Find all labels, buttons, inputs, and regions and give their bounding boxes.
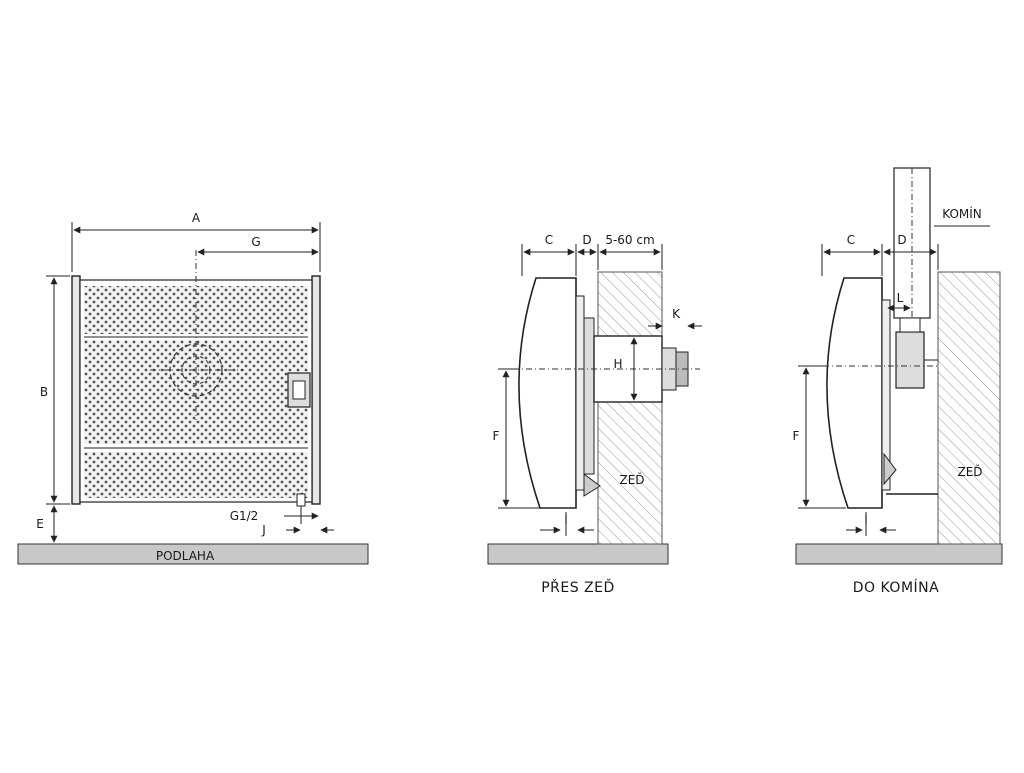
ch-floor-strip xyxy=(795,543,1003,565)
tw-heater-body xyxy=(518,277,577,509)
tw-wall-label: ZEĎ xyxy=(619,472,644,487)
dim-a-label: A xyxy=(192,211,201,225)
tw-heater-mount xyxy=(583,317,595,475)
tw-caption: PŘES ZEĎ xyxy=(541,578,615,596)
through-wall-view: ZEĎ C D 5-60 cm K H F xyxy=(487,233,702,596)
tw-dim-d-label: D xyxy=(582,233,591,247)
right-end-cap xyxy=(311,275,321,505)
left-end-cap xyxy=(71,275,81,505)
dim-g-label: G xyxy=(251,235,260,249)
dim-g12-label: G1/2 xyxy=(230,509,259,523)
ch-caption: DO KOMÍNA xyxy=(853,579,939,596)
gas-connection xyxy=(296,493,306,507)
ch-heater-back-plate xyxy=(881,299,891,491)
tw-dim-i-label: I xyxy=(564,513,568,527)
ch-chimney-label: KOMÍN xyxy=(942,206,982,221)
dim-e-label: E xyxy=(36,517,44,531)
floor-strip xyxy=(17,543,369,565)
ch-flue-adapter xyxy=(895,331,925,389)
chimney-view: ZEĎ KOMÍN C D L F I xyxy=(793,167,1003,596)
ch-wall-label: ZEĎ xyxy=(957,464,982,479)
ch-flue-collar xyxy=(899,317,921,333)
perforation-bottom xyxy=(84,452,308,498)
tw-dim-range-label: 5-60 cm xyxy=(605,233,654,247)
ch-dim-l-label: L xyxy=(897,291,904,305)
tw-dim-c-label: C xyxy=(545,233,553,247)
ch-bracket xyxy=(883,452,897,486)
tw-bracket xyxy=(583,473,601,497)
control-window xyxy=(292,380,306,400)
dim-b-label: B xyxy=(40,385,48,399)
ch-dim-f-label: F xyxy=(793,429,800,443)
ch-dim-c-label: C xyxy=(847,233,855,247)
floor-label: PODLAHA xyxy=(156,549,215,563)
ch-heater-body xyxy=(826,277,883,509)
ch-wall xyxy=(937,271,1001,545)
tw-wall xyxy=(597,271,663,545)
ch-dim-d-label: D xyxy=(897,233,906,247)
tw-dim-h-label: H xyxy=(613,357,622,371)
tw-dim-f-label: F xyxy=(493,429,500,443)
tw-floor-strip xyxy=(487,543,669,565)
ch-dim-i-label: I xyxy=(864,513,868,527)
tw-heater-back-plate xyxy=(575,295,585,491)
dim-j-label: J xyxy=(261,523,266,537)
front-view: PODLAHA A G B E xyxy=(17,211,369,565)
tw-dim-k-label: K xyxy=(672,307,681,321)
